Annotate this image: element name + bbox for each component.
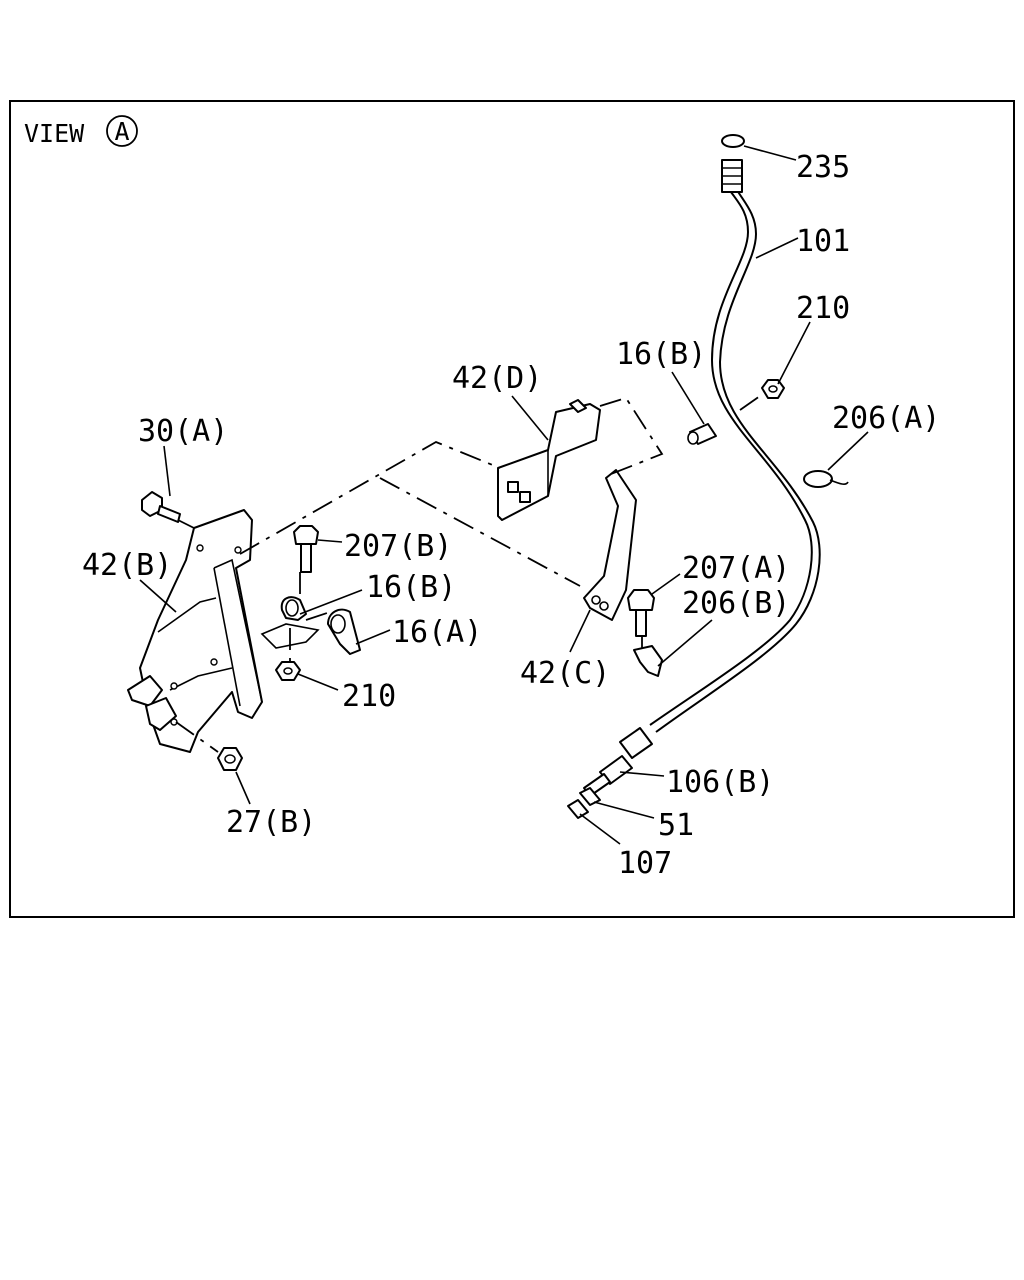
label-107: 107 xyxy=(618,846,672,881)
label-30A: 30(A) xyxy=(138,414,228,449)
label-42B: 42(B) xyxy=(82,548,172,583)
diagram-frame xyxy=(9,100,1015,918)
label-16A: 16(A) xyxy=(392,615,482,650)
view-title: VIEW xyxy=(24,119,85,148)
label-42C: 42(C) xyxy=(520,656,610,691)
bolt-207A xyxy=(627,589,655,637)
leader-lines xyxy=(139,145,869,845)
label-27B: 27(B) xyxy=(226,805,316,840)
label-207B: 207(B) xyxy=(344,529,452,564)
label-235: 235 xyxy=(796,150,850,185)
bracket-42C xyxy=(583,469,637,621)
label-16B-top: 16(B) xyxy=(616,337,706,372)
clamp-16B-top xyxy=(687,423,717,445)
cap-107 xyxy=(567,799,589,819)
bolt-30A xyxy=(141,491,181,523)
label-106B: 106(B) xyxy=(666,765,774,800)
mounting-plate xyxy=(260,623,320,649)
label-206A: 206(A) xyxy=(832,401,940,436)
label-210-bottom: 210 xyxy=(342,679,396,714)
clamp-206B xyxy=(633,645,663,677)
nut-210-top xyxy=(761,379,785,399)
assembly-lines xyxy=(175,395,761,753)
o-ring-235 xyxy=(721,134,745,148)
washer-51 xyxy=(579,787,601,806)
bolt-207B xyxy=(293,525,319,573)
label-51: 51 xyxy=(658,808,694,843)
label-207A: 207(A) xyxy=(682,551,790,586)
clamp-16A xyxy=(327,608,361,655)
clamp-16B-mid xyxy=(280,596,307,621)
nut-27B xyxy=(217,747,243,771)
nut-210-bottom xyxy=(275,661,301,681)
hose-101 xyxy=(649,159,821,733)
bracket-42D xyxy=(497,399,601,521)
label-42D: 42(D) xyxy=(452,361,542,396)
label-210-top: 210 xyxy=(796,291,850,326)
label-16B-mid: 16(B) xyxy=(366,570,456,605)
clip-206A xyxy=(803,470,849,488)
view-circle-marker xyxy=(106,115,138,147)
label-101: 101 xyxy=(796,224,850,259)
label-206B: 206(B) xyxy=(682,586,790,621)
hose-end-fitting xyxy=(583,727,653,797)
view-circle-letter: A xyxy=(114,117,129,146)
bracket-42B xyxy=(127,509,263,753)
